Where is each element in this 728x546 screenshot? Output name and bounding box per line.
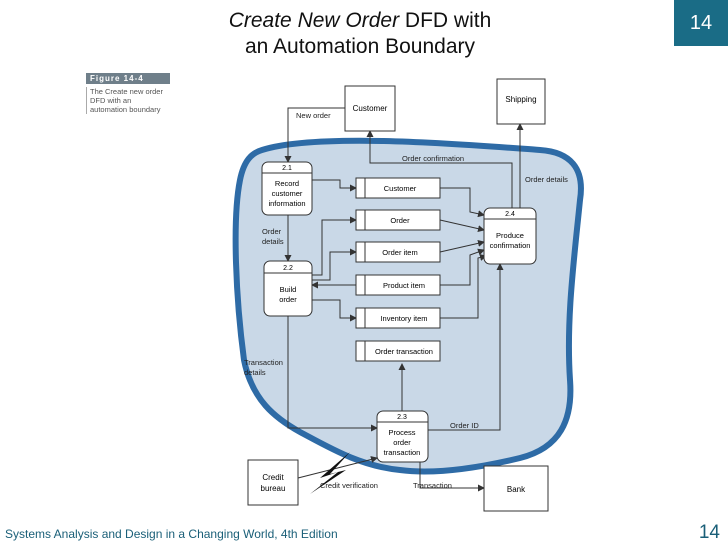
flow-label-credit-verification: Credit verification <box>320 481 378 490</box>
external-entity-credit-bureau: Credit bureau <box>247 459 299 506</box>
external-entity-bank: Bank <box>483 465 549 512</box>
slide-title: Create New Order DFD with an Automation … <box>140 8 580 60</box>
title-line2: an Automation Boundary <box>245 35 475 58</box>
flow-label-transaction: Transaction <box>413 481 452 490</box>
svg-text:Build: Build <box>280 285 297 294</box>
svg-text:Produce: Produce <box>496 231 524 240</box>
external-entity-shipping: Shipping <box>496 78 546 125</box>
flow-label-order-id: Order ID <box>450 421 479 430</box>
svg-text:2.3: 2.3 <box>397 414 407 421</box>
svg-text:Process: Process <box>388 428 415 437</box>
title-rest-line1: DFD with <box>399 9 492 32</box>
svg-text:Shipping: Shipping <box>505 95 536 104</box>
svg-text:bureau: bureau <box>261 484 286 493</box>
flow-label-order-details-left-2: details <box>262 237 284 246</box>
svg-text:transaction: transaction <box>384 448 421 457</box>
svg-text:Customer: Customer <box>384 184 417 193</box>
figure-label: Figure 14-4 <box>86 73 170 84</box>
data-store-product-item: Product item <box>355 274 441 296</box>
footer-page-number: 14 <box>698 522 720 543</box>
svg-text:2.1: 2.1 <box>282 165 292 172</box>
svg-text:2.4: 2.4 <box>505 211 515 218</box>
svg-text:2.2: 2.2 <box>283 265 293 272</box>
process-2-3: 2.3 Process order transaction <box>376 410 429 463</box>
svg-text:Product item: Product item <box>383 281 425 290</box>
figure-caption-text: The Create new order DFD with an automat… <box>86 87 196 114</box>
svg-text:customer: customer <box>272 189 303 198</box>
data-store-inventory-item: Inventory item <box>355 307 441 329</box>
svg-text:information: information <box>268 199 305 208</box>
svg-text:order: order <box>279 295 297 304</box>
data-store-order-item: Order item <box>355 241 441 263</box>
process-2-4: 2.4 Produce confirmation <box>483 207 537 265</box>
svg-text:order: order <box>393 438 411 447</box>
footer-text: Systems Analysis and Design in a Changin… <box>5 527 338 541</box>
flow-label-order-confirmation: Order confirmation <box>402 154 464 163</box>
flow-label-order-details: Order details <box>525 175 568 184</box>
flow-label-transaction-details-1: Transaction <box>244 358 283 367</box>
flow-label-order-details-left-1: Order <box>262 227 282 236</box>
svg-text:Bank: Bank <box>507 485 526 494</box>
caption-line-1: The Create new order <box>90 87 163 96</box>
caption-line-3: automation boundary <box>90 105 161 114</box>
svg-text:Credit: Credit <box>262 473 284 482</box>
svg-text:Record: Record <box>275 179 299 188</box>
figure-caption: Figure 14-4 The Create new order DFD wit… <box>86 73 196 114</box>
chapter-number-badge: 14 <box>674 0 728 46</box>
flow-label-transaction-details-2: details <box>244 368 266 377</box>
external-entity-customer: Customer <box>344 85 396 132</box>
svg-text:Order item: Order item <box>382 248 417 257</box>
title-italic: Create New Order <box>228 9 400 32</box>
data-store-order: Order <box>355 209 441 231</box>
svg-text:Order transaction: Order transaction <box>375 347 433 356</box>
svg-text:Order: Order <box>390 216 410 225</box>
data-store-order-transaction: Order transaction <box>355 340 441 362</box>
svg-text:confirmation: confirmation <box>490 241 531 250</box>
data-store-customer: Customer <box>355 177 441 199</box>
process-2-1: 2.1 Record customer information <box>261 161 313 216</box>
svg-text:Inventory item: Inventory item <box>380 314 427 323</box>
process-2-2: 2.2 Build order <box>263 260 313 317</box>
caption-line-2: DFD with an <box>90 96 132 105</box>
svg-text:Customer: Customer <box>353 104 388 113</box>
lightning-bolt-icon <box>310 452 350 494</box>
flow-label-new-order: New order <box>296 111 331 120</box>
